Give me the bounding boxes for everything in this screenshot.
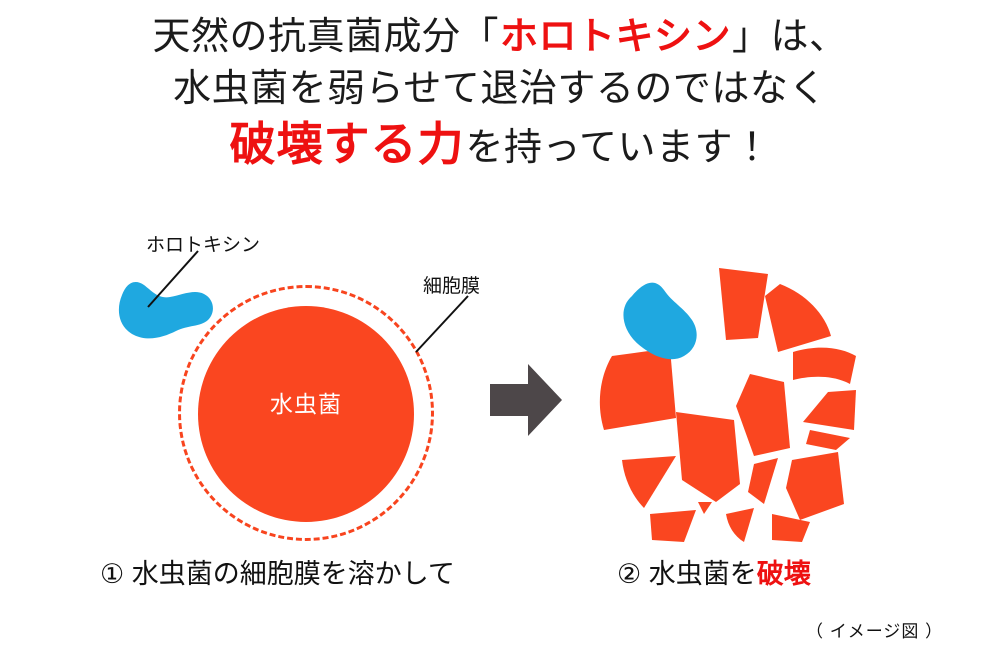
- fragment: [772, 514, 810, 542]
- cell-membrane-dashed-circle: [178, 285, 434, 541]
- headline-line-1-suffix: 」は、: [732, 16, 848, 58]
- headline-line-3-suffix: を持っています！: [465, 127, 772, 169]
- fragment: [786, 452, 844, 520]
- fragment: [698, 502, 712, 514]
- shattered-fungus-cluster: [599, 268, 856, 542]
- fragment: [806, 430, 850, 450]
- leader-line-holotoxin: [147, 250, 199, 308]
- fragment-group: [599, 268, 856, 542]
- fragment: [650, 510, 696, 542]
- caption-step-2-accent: 破壊: [756, 559, 811, 589]
- fragment: [793, 347, 856, 384]
- headline-highlight-destroy: 破壊する力: [228, 119, 466, 170]
- fragment: [719, 268, 768, 340]
- label-cell-membrane: 細胞膜: [423, 276, 481, 297]
- fragment: [803, 390, 856, 430]
- headline-line-2: 水虫菌を弱らせて退治するのではなく: [173, 68, 827, 110]
- fungus-cell-label: 水虫菌: [270, 391, 342, 417]
- headline-line-3: 破壊する力を持っています！: [0, 119, 1000, 170]
- leader-line-membrane: [415, 295, 469, 353]
- headline-line-1: 天然の抗真菌成分「ホロトキシン」は、: [0, 16, 1000, 58]
- fragment: [765, 284, 831, 352]
- headline-block: 天然の抗真菌成分「ホロトキシン」は、 水虫菌を弱らせて退治するのではなく 破壊す…: [0, 16, 1000, 170]
- fragment: [622, 456, 676, 508]
- fungus-cell-body: [198, 306, 414, 522]
- fragment: [676, 412, 740, 502]
- holotoxin-blob-icon: [118, 281, 213, 339]
- fragment: [599, 348, 676, 430]
- fragment: [736, 374, 790, 456]
- headline-highlight-holotoxin: ホロトキシン: [498, 16, 733, 58]
- footnote-image-disclaimer: （ イメージ図 ）: [806, 622, 944, 641]
- holotoxin-blob-icon-2: [623, 282, 697, 360]
- caption-step-2: ② 水虫菌を破壊: [617, 552, 811, 591]
- caption-step-2-prefix: ② 水虫菌を: [617, 559, 757, 589]
- caption-step-1: ① 水虫菌の細胞膜を溶かして: [100, 559, 455, 589]
- fragment: [748, 458, 778, 504]
- label-holotoxin: ホロトキシン: [146, 235, 261, 256]
- headline-line-1-prefix: 天然の抗真菌成分「: [152, 16, 499, 58]
- right-arrow-icon: [490, 364, 562, 436]
- fragment: [726, 508, 754, 542]
